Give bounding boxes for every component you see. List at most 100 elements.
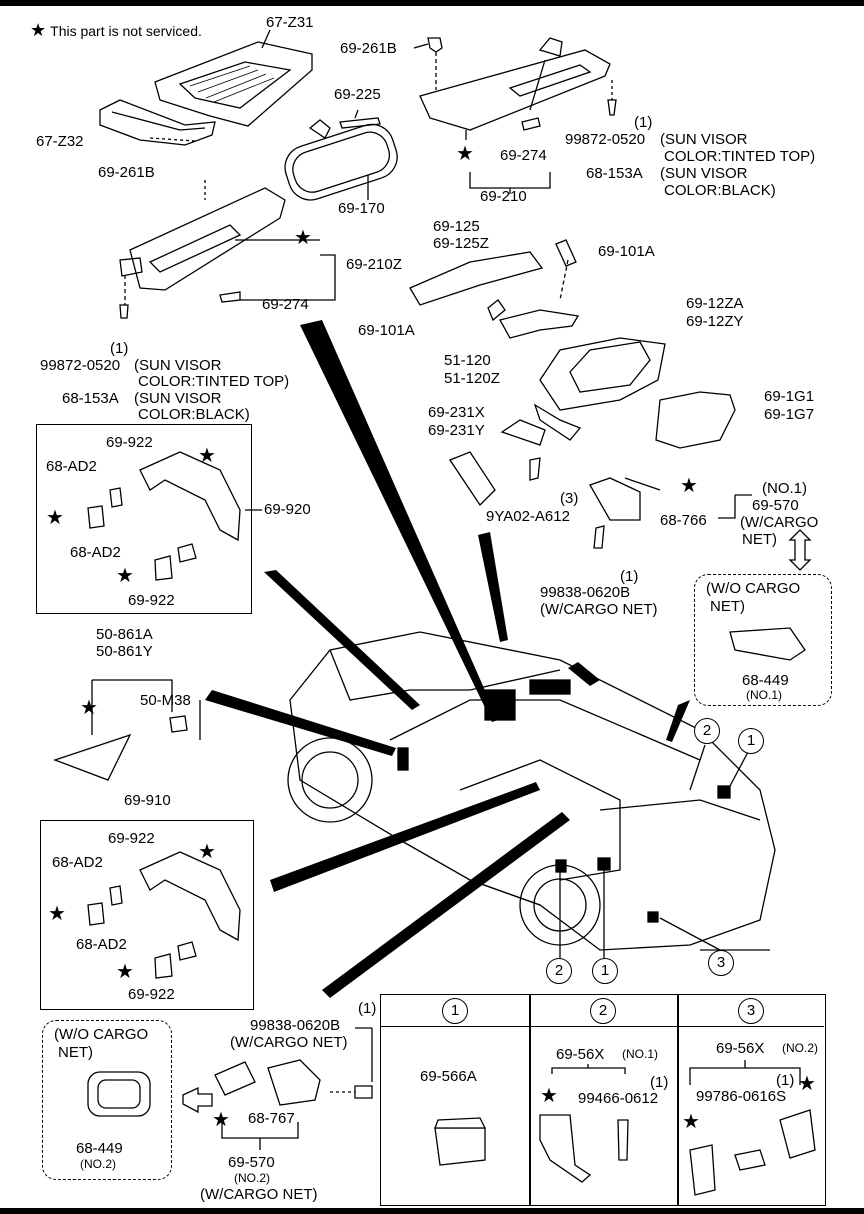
star-icon: ★	[198, 841, 216, 863]
sun-visor-top-drawing	[419, 49, 611, 131]
star-icon: ★	[456, 143, 474, 165]
label-69-920: 69-920	[264, 501, 311, 518]
label-69-125: 69-125	[433, 218, 480, 235]
label-9ya02-a612: 9YA02-A612	[486, 508, 570, 525]
quarter-glass-drawing	[53, 733, 132, 781]
label-69-274-left: 69-274	[262, 296, 309, 313]
label-69-12zy: 69-12ZY	[686, 313, 744, 330]
star-icon: ★	[798, 1073, 816, 1095]
assist-grip-drawing	[139, 451, 241, 542]
label-69-1g7: 69-1G7	[764, 406, 815, 423]
label-68-449-bot: 68-449	[76, 1140, 123, 1157]
star-icon: ★	[540, 1085, 558, 1107]
label-69-1g1: 69-1G1	[764, 388, 815, 405]
table-divider	[677, 994, 679, 1206]
note-69-570-a: (W/CARGO	[740, 514, 819, 531]
wo-cargo-top-a: (W/O CARGO	[706, 580, 801, 597]
table-callout-3: 3	[738, 998, 764, 1024]
cargo-hook-cover-drawing	[87, 1071, 151, 1117]
table-callout-2: 2	[590, 998, 616, 1024]
label-68-767: 68-767	[248, 1110, 295, 1127]
mirror-drawing	[284, 123, 398, 201]
label-69-261b-left: 69-261B	[98, 164, 155, 181]
label-68-ad2-d: 68-AD2	[76, 936, 127, 953]
grip-cover-drawing	[409, 251, 544, 306]
double-arrow-icon	[788, 529, 812, 571]
label-68-ad2-b: 68-AD2	[70, 544, 121, 561]
label-99466-0612: 99466-0612	[578, 1090, 659, 1107]
label-68-153a-left: 68-153A	[62, 390, 119, 407]
star-icon: ★	[80, 697, 98, 719]
label-69-225: 69-225	[334, 86, 381, 103]
label-50-861y: 50-861Y	[96, 643, 153, 660]
top-border	[0, 0, 864, 6]
label-69-101a-top: 69-101A	[598, 243, 655, 260]
label-69-56x-no2: 69-56X	[716, 1040, 765, 1057]
callout-2-low: 2	[546, 958, 572, 984]
qty-99466: (1)	[650, 1074, 669, 1091]
desc-99872-top-1: (SUN VISOR	[660, 131, 748, 148]
callout-1-low: 1	[592, 958, 618, 984]
wo-cargo-net-box-top	[694, 574, 832, 706]
group-box-69-920	[36, 424, 252, 614]
label-99838-0620b: 99838-0620B	[540, 584, 631, 601]
qty-99786: (1)	[776, 1072, 795, 1089]
no1-69-56x: (NO.1)	[622, 1047, 658, 1061]
label-68-766: 68-766	[660, 512, 707, 529]
qty-99872-left: (1)	[110, 340, 129, 357]
label-50-m38: 50-M38	[140, 692, 191, 709]
table-divider	[529, 994, 531, 1206]
label-99786-0616s: 99786-0616S	[696, 1088, 787, 1105]
group-box-69-910	[40, 820, 254, 1010]
label-51-120z: 51-120Z	[444, 370, 500, 387]
desc-99872-left-1: (SUN VISOR	[134, 357, 222, 374]
qty-9ya02: (3)	[560, 490, 579, 507]
label-69-570-b: 69-570	[228, 1154, 275, 1171]
desc-68-153a-top-1: (SUN VISOR	[660, 165, 748, 182]
sun-visor-left-drawing	[129, 187, 286, 291]
no2-69-570: (NO.2)	[234, 1171, 270, 1185]
label-51-120: 51-120	[444, 352, 491, 369]
label-69-231x: 69-231X	[428, 404, 485, 421]
note-99838: (W/CARGO NET)	[540, 601, 658, 618]
callout-3-car: 3	[708, 950, 734, 976]
label-99872-0520-left: 99872-0520	[40, 357, 121, 374]
label-69-910: 69-910	[124, 792, 171, 809]
label-67-z31: 67-Z31	[266, 14, 314, 31]
desc-99872-left-2: COLOR:TINTED TOP)	[138, 373, 290, 390]
label-67-z32: 67-Z32	[36, 133, 84, 150]
note-69-570-c: (W/CARGO NET)	[200, 1186, 318, 1203]
tonneau-clip-drawing	[589, 477, 641, 521]
label-68-ad2-c: 68-AD2	[52, 854, 103, 871]
desc-68-153a-left-1: (SUN VISOR	[134, 390, 222, 407]
wo-cargo-bot-a: (W/O CARGO	[54, 1026, 149, 1043]
label-69-922-d: 69-922	[128, 986, 175, 1003]
label-69-922-c: 69-922	[108, 830, 155, 847]
label-69-210: 69-210	[480, 188, 527, 205]
label-69-56x-no1: 69-56X	[556, 1046, 605, 1063]
label-69-170: 69-170	[338, 200, 385, 217]
no2-68-449: (NO.2)	[80, 1157, 116, 1171]
label-69-922-b: 69-922	[128, 592, 175, 609]
coat-hook-drawing	[449, 451, 496, 507]
label-99872-0520-top: 99872-0520	[565, 131, 646, 148]
star-icon: ★	[212, 1109, 230, 1131]
label-69-566a: 69-566A	[420, 1068, 477, 1085]
star-icon: ★	[682, 1111, 700, 1133]
no1-68-449: (NO.1)	[746, 688, 782, 702]
callout-2-car: 2	[694, 718, 720, 744]
note-69-570-b: NET)	[742, 531, 777, 548]
qty-99838: (1)	[620, 568, 639, 585]
label-99838-0620b-b: 99838-0620B	[250, 1017, 341, 1034]
star-icon: ★	[294, 227, 312, 249]
qty-99838-b: (1)	[358, 1000, 377, 1017]
label-50-861a: 50-861A	[96, 626, 153, 643]
label-69-125z: 69-125Z	[433, 235, 489, 252]
label-68-449-top: 68-449	[742, 672, 789, 689]
label-69-210z: 69-210Z	[346, 256, 402, 273]
star-icon: ★	[116, 565, 134, 587]
label-69-274-top: 69-274	[500, 147, 547, 164]
star-icon: ★	[680, 475, 698, 497]
desc-68-153a-left-2: COLOR:BLACK)	[138, 406, 250, 423]
